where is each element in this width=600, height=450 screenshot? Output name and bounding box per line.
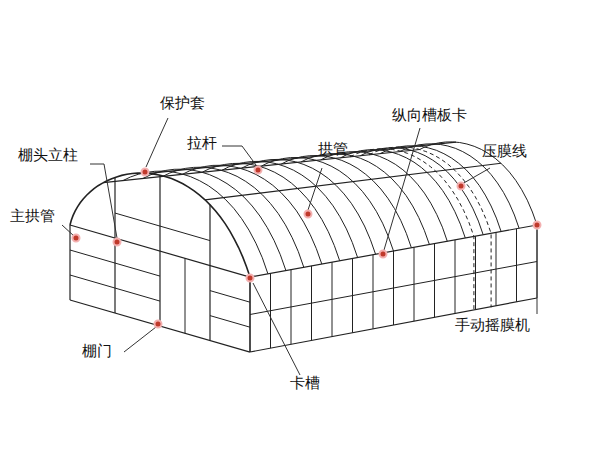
callout-dot	[305, 211, 312, 218]
leader-line	[384, 128, 420, 250]
part-label: 主拱管	[10, 207, 55, 225]
part-label: 棚门	[82, 342, 112, 360]
gable-rail	[210, 316, 250, 328]
leader-line	[124, 327, 156, 352]
door-line	[185, 258, 186, 333]
arch-pipe	[321, 152, 448, 242]
greenhouse-frame	[70, 142, 537, 352]
part-label: 拉杆	[187, 134, 217, 152]
leader-line	[537, 230, 538, 314]
leader-line	[146, 118, 168, 167]
arch-pipe	[242, 159, 376, 254]
part-label: 卡槽	[290, 374, 320, 392]
arch-pipe	[341, 150, 466, 238]
part-label: 拱管	[318, 140, 348, 158]
leader-lines	[62, 118, 537, 375]
pull-rod	[103, 149, 419, 182]
callout-dots	[73, 167, 541, 328]
leader-line	[308, 168, 322, 210]
callout-dot	[142, 169, 149, 176]
leader-line	[62, 225, 74, 236]
arch-pipe	[360, 148, 483, 235]
callout-dot	[458, 183, 465, 190]
pull-rod	[205, 163, 501, 200]
arch-pipe	[202, 163, 340, 260]
callout-dot	[73, 235, 80, 242]
gable-rail	[115, 213, 210, 241]
wall-post	[250, 277, 251, 352]
callout-dot	[380, 251, 387, 258]
part-label: 纵向槽板卡	[392, 106, 467, 124]
gable-rail	[70, 225, 250, 277]
leader-line	[222, 146, 256, 165]
gable-post	[249, 277, 250, 352]
arch-pipe	[163, 167, 304, 267]
arch-pipe	[222, 161, 358, 257]
callout-dot	[255, 167, 262, 174]
callout-dot	[534, 222, 541, 229]
gable-rail	[70, 275, 160, 301]
part-label: 压膜线	[482, 142, 527, 160]
part-label: 保护套	[160, 94, 205, 112]
arch-pipe	[143, 169, 286, 270]
part-label: 棚头立柱	[18, 146, 78, 164]
arch-pipe	[182, 165, 321, 264]
arch-pipe	[420, 142, 537, 225]
gable-post	[69, 225, 70, 300]
gable-post	[209, 205, 210, 341]
callout-dot	[114, 239, 121, 246]
arch-pipe	[123, 171, 268, 274]
film-line	[369, 147, 491, 307]
arch-pipe	[262, 158, 394, 252]
callout-dot	[155, 321, 162, 328]
callout-dot	[247, 275, 254, 282]
gable-rail	[70, 250, 160, 276]
part-label: 手动摇膜机	[455, 316, 530, 334]
leader-line	[253, 283, 300, 375]
leader-line	[462, 168, 490, 184]
arch-pipe	[281, 156, 411, 248]
leader-line	[90, 164, 117, 238]
wall-rail	[250, 262, 537, 315]
gable-rail	[210, 291, 250, 303]
arch-pipe	[301, 154, 429, 245]
